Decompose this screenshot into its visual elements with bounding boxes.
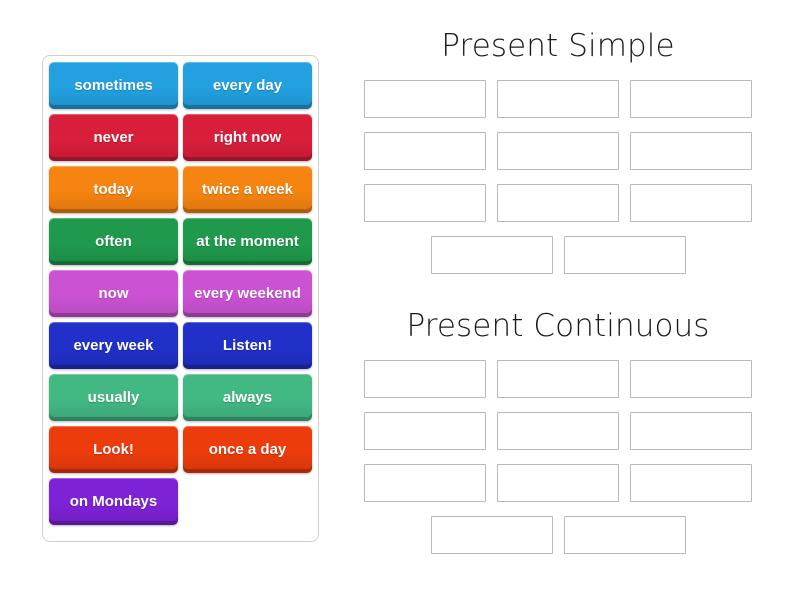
zone-title-present-simple: Present Simple: [441, 28, 675, 64]
drop-slot-present-continuous[interactable]: [563, 516, 686, 554]
word-tile[interactable]: always: [183, 374, 312, 421]
drop-slot-present-simple[interactable]: [497, 80, 619, 118]
word-tile-label: every weekend: [194, 284, 301, 302]
drop-zone-present-continuous: Present Continuous: [348, 308, 768, 554]
drop-slot-present-continuous[interactable]: [430, 516, 553, 554]
word-tile[interactable]: every weekend: [183, 270, 312, 317]
drop-slot-present-simple[interactable]: [497, 184, 619, 222]
word-tile[interactable]: usually: [49, 374, 178, 421]
word-tile-label: on Mondays: [69, 492, 158, 510]
drop-slot-present-simple[interactable]: [563, 236, 686, 274]
slot-grid-present-simple: [348, 80, 768, 222]
word-tile-label: often: [95, 232, 132, 250]
word-tile[interactable]: never: [49, 114, 178, 161]
word-tile[interactable]: often: [49, 218, 178, 265]
drop-slot-present-continuous[interactable]: [630, 464, 752, 502]
word-tile[interactable]: sometimes: [49, 62, 178, 109]
word-tile-label: every day: [212, 76, 283, 94]
drop-slot-present-continuous[interactable]: [497, 360, 619, 398]
word-tile[interactable]: every day: [183, 62, 312, 109]
drop-slot-present-continuous[interactable]: [497, 412, 619, 450]
word-tile-label: always: [222, 388, 273, 406]
drop-slot-present-continuous[interactable]: [364, 360, 486, 398]
word-tile[interactable]: today: [49, 166, 178, 213]
word-tile[interactable]: every week: [49, 322, 178, 369]
drop-slot-present-simple[interactable]: [364, 80, 486, 118]
word-tile-grid: sometimes every day never right now today twi…: [49, 62, 312, 525]
word-tile-label: usually: [87, 388, 140, 406]
drop-slot-present-simple[interactable]: [364, 184, 486, 222]
word-tile[interactable]: once a day: [183, 426, 312, 473]
word-tile-label: right now: [213, 128, 282, 146]
word-tile-label: never: [93, 128, 134, 146]
word-tile-label: twice a week: [202, 180, 293, 198]
slot-grid-present-continuous-last-row: [348, 516, 768, 554]
word-tile[interactable]: right now: [183, 114, 312, 161]
slot-grid-present-simple-last-row: [348, 236, 768, 274]
drop-slot-present-simple[interactable]: [630, 80, 752, 118]
word-tile-label: Look!: [93, 440, 134, 458]
word-tile-label: every week: [73, 336, 154, 354]
word-tile[interactable]: on Mondays: [49, 478, 178, 525]
word-tile[interactable]: twice a week: [183, 166, 312, 213]
word-tile-label: now: [98, 284, 129, 302]
zone-title-present-continuous: Present Continuous: [406, 308, 710, 344]
word-tile-label: at the moment: [196, 232, 299, 250]
drop-slot-present-simple[interactable]: [364, 132, 486, 170]
word-tile[interactable]: at the moment: [183, 218, 312, 265]
word-tile-tray: sometimes every day never right now today twi…: [42, 55, 319, 542]
drop-slot-present-simple[interactable]: [497, 132, 619, 170]
word-tile[interactable]: Listen!: [183, 322, 312, 369]
drop-zone-present-simple: Present Simple: [348, 28, 768, 274]
word-tile-empty-cell: [183, 478, 312, 525]
word-tile-label: Listen!: [222, 336, 273, 354]
drop-slot-present-continuous[interactable]: [630, 412, 752, 450]
drop-slot-present-simple[interactable]: [430, 236, 553, 274]
word-tile[interactable]: Look!: [49, 426, 178, 473]
word-tile-label: sometimes: [74, 76, 153, 94]
drop-slot-present-simple[interactable]: [630, 184, 752, 222]
word-tile-label: today: [93, 180, 134, 198]
drop-slot-present-continuous[interactable]: [364, 412, 486, 450]
drop-slot-present-simple[interactable]: [630, 132, 752, 170]
word-tile[interactable]: now: [49, 270, 178, 317]
word-tile-label: once a day: [208, 440, 287, 458]
drop-slot-present-continuous[interactable]: [364, 464, 486, 502]
drop-slot-present-continuous[interactable]: [630, 360, 752, 398]
drop-slot-present-continuous[interactable]: [497, 464, 619, 502]
slot-grid-present-continuous: [348, 360, 768, 502]
